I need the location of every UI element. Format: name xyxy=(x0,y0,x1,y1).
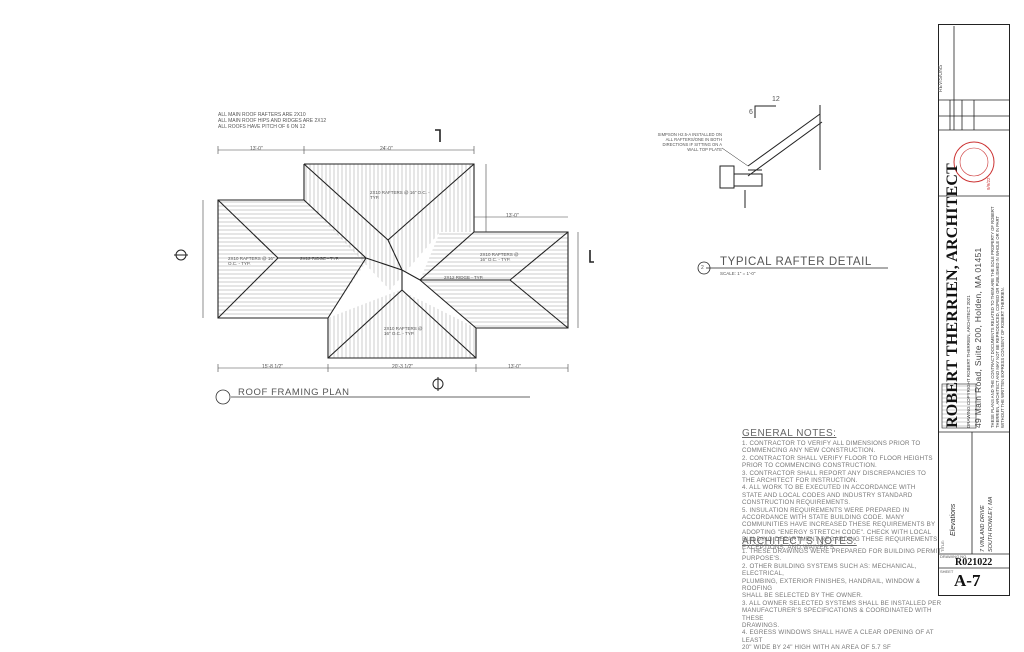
note-line: DRAWINGS. xyxy=(742,622,780,630)
note-line: STATE AND LOCAL CODES AND INDUSTRY STAND… xyxy=(742,491,913,499)
sheet-number: A-7 xyxy=(954,571,981,590)
note-line: 4. EGRESS WINDOWS SHALL HAVE A CLEAR OPE… xyxy=(742,629,934,644)
sheet-title: Elevations xyxy=(950,503,957,536)
note-line: PRIOR TO COMMENCING CONSTRUCTION. xyxy=(742,462,877,470)
copyright: DRAWING COPYRIGHT ROBERT THERRIEN, ARCHI… xyxy=(966,295,971,428)
plan-title: ROOF FRAMING PLAN xyxy=(238,387,350,398)
project-address-line2: SOUTH ROWLEY, MA xyxy=(988,496,994,552)
architect-notes: ARCHITECT'S NOTES: 1. THESE DRAWINGS WER… xyxy=(742,536,942,652)
project-address-line1: 7 VINLAND DRIVE xyxy=(980,505,986,552)
note-line: EXCEPTIONS, AND WAIVER'S. xyxy=(742,543,836,551)
architect-notes-header: ARCHITECT'S NOTES: xyxy=(742,536,857,547)
note-line: MANUFACTURER'S SPECIFICATIONS & COORDINA… xyxy=(742,607,932,622)
detail-scale: SCALE: 1" = 1'-0" xyxy=(720,271,756,276)
note-line: 5. INSULATION REQUIREMENTS WERE PREPARED… xyxy=(742,506,910,514)
note-line: ACCORDANCE WITH STATE BUILDING CODE. MAN… xyxy=(742,514,905,522)
sheet-title-label: TITLE: xyxy=(940,539,945,552)
note-line: THE ARCHITECT FOR INSTRUCTION. xyxy=(742,477,858,485)
label-rafters-bottom: 2X10 RAFTERS @ 16" O.C. - TYP. xyxy=(384,326,423,336)
general-notes: GENERAL NOTES: 1. CONTRACTOR TO VERIFY A… xyxy=(742,428,942,551)
dim-top-left: 13'-0" xyxy=(250,146,263,152)
label-rafters-right: 2X10 RAFTERS @ 16" O.C. - TYP. xyxy=(480,252,519,262)
roof-note: ALL MAIN ROOF RAFTERS ARE 2X10 xyxy=(218,112,306,118)
dim-bottom-mid: 20'-3 1/2" xyxy=(392,364,414,370)
note-line: COMMENCING ANY NEW CONSTRUCTION. xyxy=(742,447,876,455)
detail-callout: SIMPSON H2.5-A INSTALLED ON ALL RAFTERS/… xyxy=(657,132,722,152)
detail-title: TYPICAL RAFTER DETAIL xyxy=(720,256,872,268)
drawing-number: R021022 xyxy=(955,557,993,568)
dim-top-mid: 24'-0" xyxy=(380,146,393,152)
note-line: CONSTRUCTION REQUIREMENTS. xyxy=(742,499,851,507)
label-ridge-left: 2X12 RIDGE - TYP. xyxy=(300,256,340,261)
roof-plan xyxy=(217,163,569,359)
note-line: 2. OTHER BUILDING SYSTEMS SUCH AS: MECHA… xyxy=(742,562,917,578)
note-line: 20" WIDE BY 24" HIGH WITH AN AREA OF 5.7… xyxy=(742,644,892,652)
note-line: 1. THESE DRAWINGS WERE PREPARED FOR BUIL… xyxy=(742,548,942,555)
note-line: SHALL BE SELECTED BY THE OWNER. xyxy=(742,592,863,600)
section-markers xyxy=(174,129,594,391)
firm-name: ROBERT THERRIEN, ARCHITECT xyxy=(944,162,961,428)
pitch-run: 12 xyxy=(772,96,780,103)
dim-bottom-left: 15'-8 1/2" xyxy=(262,364,284,370)
drawing-number-label: DRAWING NO. xyxy=(940,554,968,559)
dim-right-upper: 13'-0" xyxy=(506,213,519,219)
legal-notice: THESE PLANS AND THE CONTRACT DOCUMENTS R… xyxy=(990,206,1006,428)
dim-bottom-right: 13'-0" xyxy=(508,364,521,370)
revisions-label: REVISIONS xyxy=(938,64,944,92)
note-line: 2. CONTRACTOR SHALL VERIFY FLOOR TO FLOO… xyxy=(742,454,933,462)
roof-left-wing xyxy=(218,200,366,318)
label-ridge-right: 2X12 RIDGE - TYP. xyxy=(444,275,484,280)
note-line: 3. CONTRACTOR SHALL REPORT ANY DISCREPAN… xyxy=(742,469,927,477)
label-rafters-top: 2X10 RAFTERS @ 16" O.C. - TYP. xyxy=(370,190,430,200)
note-line: BUILDING DEPARTMENT REGARDING THESE REQU… xyxy=(742,536,940,544)
title-block xyxy=(938,24,1010,596)
sheet-label: SHEET xyxy=(940,569,954,574)
roof-lower xyxy=(328,290,476,358)
note-line: 1. CONTRACTOR TO VERIFY ALL DIMENSIONS P… xyxy=(742,440,921,447)
detail-number: 2 xyxy=(701,265,704,271)
roof-note: ALL ROOFS HAVE PITCH OF 6 ON 12 xyxy=(218,124,306,130)
roof-notes: ALL MAIN ROOF RAFTERS ARE 2X10 ALL MAIN … xyxy=(218,112,326,130)
firm-address: 49 Main Road, Suite 200, Holden, MA 0145… xyxy=(973,247,983,428)
note-line: ADOPTING "ENERGY STRETCH CODE". CHECK WI… xyxy=(742,528,932,536)
note-line: PLUMBING, EXTERIOR FINISHES, HANDRAIL, W… xyxy=(742,577,921,593)
seal-date: 9/9/22 xyxy=(986,177,991,190)
note-line: 3. ALL OWNER SELECTED SYSTEMS SHALL BE I… xyxy=(742,599,942,607)
plan-title-line xyxy=(215,389,530,405)
pitch-rise: 6 xyxy=(749,109,753,116)
note-line: PURPOSE'S. xyxy=(742,555,782,563)
dimension-lines xyxy=(202,146,579,372)
title-block-lines xyxy=(938,26,1010,569)
drawing-canvas xyxy=(174,26,1010,569)
label-rafters-left: 2X10 RAFTERS @ 16" O.C. - TYP. xyxy=(228,256,275,266)
note-line: COMMUNITIES HAVE INCREASED THESE REQUIRE… xyxy=(742,521,936,529)
general-notes-header: GENERAL NOTES: xyxy=(742,428,837,439)
roof-main-upper xyxy=(304,164,474,290)
note-line: 4. ALL WORK TO BE EXECUTED IN ACCORDANCE… xyxy=(742,484,916,492)
roof-note: ALL MAIN ROOF HIPS AND RIDGES ARE 2X12 xyxy=(218,118,327,124)
rafter-detail xyxy=(697,105,888,275)
